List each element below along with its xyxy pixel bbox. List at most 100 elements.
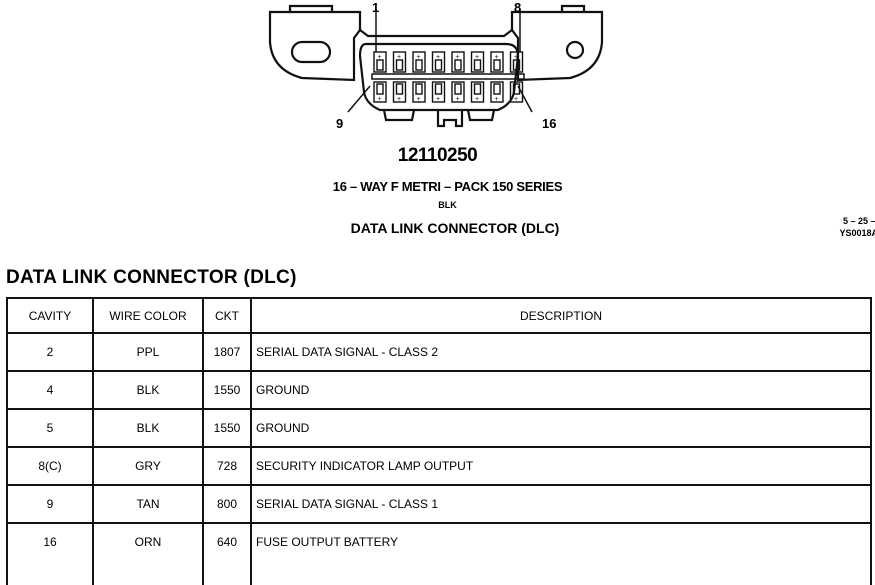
cell-ckt: 1550 <box>202 408 252 448</box>
cell-wire-color: PPL <box>92 332 204 372</box>
header-ckt: CKT <box>202 297 252 334</box>
cell-wire-color: BLK <box>92 408 204 448</box>
cell-description: SERIAL DATA SIGNAL - CLASS 2 <box>250 332 872 372</box>
table-row: 5 BLK 1550 GROUND <box>6 408 872 448</box>
pin-mark: + <box>417 96 421 103</box>
pin-cavity <box>509 51 524 73</box>
table-row: 16 ORN 640 FUSE OUTPUT BATTERY <box>6 522 872 585</box>
pin-mark: + <box>514 54 518 61</box>
pin-cavity <box>509 81 524 103</box>
pin-label-1: 1 <box>372 0 379 15</box>
cell-wire-color: ORN <box>92 522 204 585</box>
connector-body <box>358 42 520 112</box>
table-row: 9 TAN 800 SERIAL DATA SIGNAL - CLASS 1 <box>6 484 872 524</box>
pin-mark: + <box>436 54 440 61</box>
pin-mark: + <box>495 54 499 61</box>
cell-wire-color: BLK <box>92 370 204 410</box>
cell-cavity: 4 <box>6 370 94 410</box>
part-number: 12110250 <box>397 145 478 166</box>
pin-terminal <box>376 59 384 71</box>
pin-array: + + + + + + + + + + + + + + + + <box>373 51 524 103</box>
cell-cavity: 2 <box>6 332 94 372</box>
pin-cavity <box>451 51 465 73</box>
cell-cavity: 5 <box>6 408 94 448</box>
cell-description: SERIAL DATA SIGNAL - CLASS 1 <box>250 484 872 524</box>
pin-terminal <box>434 59 443 71</box>
pin-cavity <box>451 81 465 103</box>
right-mount-ear <box>510 10 604 82</box>
connector-color: BLK <box>438 200 457 210</box>
pin-terminal <box>395 83 404 95</box>
cell-ckt: 728 <box>202 446 252 486</box>
pin-terminal <box>415 59 423 71</box>
pin-cavity <box>373 81 387 103</box>
pin-mark: + <box>456 54 460 61</box>
pinout-table: CAVITY WIRE COLOR CKT DESCRIPTION 2 PPL … <box>6 297 872 585</box>
pin-mark: + <box>475 96 479 103</box>
pin-terminal <box>473 59 482 71</box>
cell-description: SECURITY INDICATOR LAMP OUTPUT <box>250 446 872 486</box>
pin-cavity <box>490 81 504 103</box>
pin-mark: + <box>456 96 460 103</box>
connector-diagram: + + + + + + + + + + + + + + + + 1 8 9 16 <box>268 0 604 131</box>
pin-cavity <box>431 51 446 73</box>
pin-cavity <box>412 81 426 103</box>
pin-cavity <box>470 81 485 103</box>
connector-name: DATA LINK CONNECTOR (DLC) <box>350 220 560 236</box>
reference-code-1: 5 – 25 – : <box>842 216 875 226</box>
pin-label-8: 8 <box>514 0 521 15</box>
pin-terminal <box>434 83 443 95</box>
pin-terminal <box>493 59 501 71</box>
pin-mark: + <box>514 96 518 103</box>
pin-cavity <box>431 81 446 103</box>
pin-mark: + <box>417 54 421 61</box>
pin-terminal <box>454 59 462 71</box>
cell-cavity: 9 <box>6 484 94 524</box>
header-wire-color: WIRE COLOR <box>92 297 204 334</box>
pin-terminal <box>415 83 423 95</box>
pin-cavity <box>490 51 504 73</box>
section-title: DATA LINK CONNECTOR (DLC) <box>6 267 297 288</box>
table-header-row: CAVITY WIRE COLOR CKT DESCRIPTION <box>6 297 872 334</box>
cell-cavity: 8(C) <box>6 446 94 486</box>
pin-cavity <box>412 51 426 73</box>
pin-cavity <box>373 51 387 73</box>
pin-mark: + <box>397 96 401 103</box>
cell-ckt: 640 <box>202 522 252 585</box>
pin-terminal <box>454 83 462 95</box>
pin-label-9: 9 <box>336 116 343 131</box>
pin-cavity <box>392 81 407 103</box>
left-mount-ear <box>268 10 362 82</box>
pin-cavity <box>392 51 407 73</box>
table-row: 2 PPL 1807 SERIAL DATA SIGNAL - CLASS 2 <box>6 332 872 372</box>
pin-cavity <box>470 51 485 73</box>
pin-mark: + <box>436 96 440 103</box>
right-mount-hole <box>565 40 585 60</box>
pin-terminal <box>493 83 501 95</box>
cell-wire-color: TAN <box>92 484 204 524</box>
cell-description: GROUND <box>250 408 872 448</box>
header-description: DESCRIPTION <box>250 297 872 334</box>
pin-terminal <box>473 83 482 95</box>
cell-cavity: 16 <box>6 522 94 585</box>
pin-mark: + <box>378 96 382 103</box>
table-row: 8(C) GRY 728 SECURITY INDICATOR LAMP OUT… <box>6 446 872 486</box>
reference-code-2: YS0018A( <box>839 228 875 238</box>
pin-terminal <box>395 59 404 71</box>
pin-terminal <box>376 83 384 95</box>
header-cavity: CAVITY <box>6 297 94 334</box>
cell-ckt: 1807 <box>202 332 252 372</box>
pin-label-16: 16 <box>542 116 556 131</box>
pin-mark: + <box>397 54 401 61</box>
pin-mark: + <box>475 54 479 61</box>
connector-series: 16 – WAY F METRI – PACK 150 SERIES <box>332 179 563 194</box>
cell-description: GROUND <box>250 370 872 410</box>
left-mount-slot <box>290 40 332 64</box>
pin-terminal <box>512 59 521 71</box>
cell-description: FUSE OUTPUT BATTERY <box>250 522 872 585</box>
pin-mark: + <box>495 96 499 103</box>
cell-wire-color: GRY <box>92 446 204 486</box>
cell-ckt: 1550 <box>202 370 252 410</box>
pin-mark: + <box>378 54 382 61</box>
cell-ckt: 800 <box>202 484 252 524</box>
